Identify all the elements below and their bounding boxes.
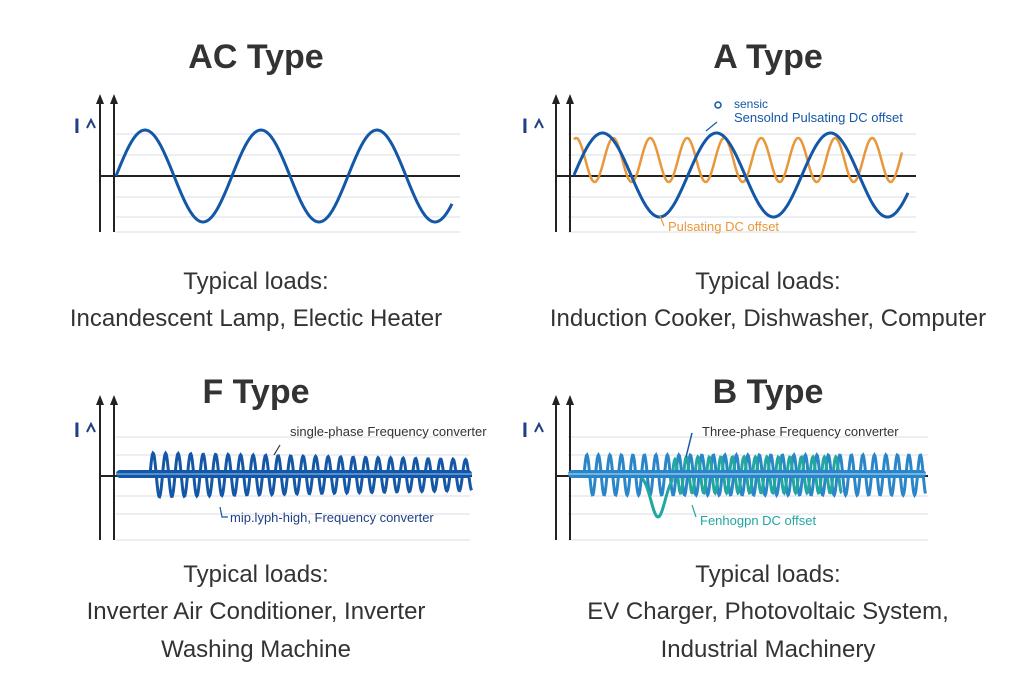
ac-sine-wave xyxy=(572,131,910,219)
current-axis-label: I xyxy=(74,419,80,442)
pulsating-dc-wave xyxy=(573,136,904,184)
f-loads-line: Inverter Air Conditioner, Inverter xyxy=(86,598,426,625)
dc-offset-wave xyxy=(624,454,843,519)
f-type-panel: I single-phase Frequency converter mip.l… xyxy=(0,341,512,682)
y-axis-arrow xyxy=(552,395,560,405)
ac-type-panel: I AC Type Typical loads: Incandescent La… xyxy=(0,0,512,341)
ac-type-waveform-plot: I xyxy=(74,94,460,233)
f-loads-list: Inverter Air Conditioner, Inverter Washi… xyxy=(0,593,512,669)
y-axis-arrow xyxy=(110,94,118,104)
f-type-waveform-plot: I single-phase Frequency converter mip.l… xyxy=(74,395,487,541)
a-loads-heading: Typical loads: xyxy=(695,268,841,295)
annotation-high-frequency: mip.lyph-high, Frequency converter xyxy=(230,510,434,525)
b-loads-line: EV Charger, Photovoltaic System, xyxy=(587,598,949,625)
annotation-single-phase: single-phase Frequency converter xyxy=(290,424,487,439)
ac-loads-list: Incandescent Lamp, Electic Heater xyxy=(0,300,512,338)
annotation-leader xyxy=(705,121,718,132)
a-type-waveform-plot: I sensic Sensolnd Pulsating DC offset Pu… xyxy=(522,94,916,234)
axis-label-caret xyxy=(86,117,96,129)
annotation-leader xyxy=(219,506,228,518)
a-type-title: A Type xyxy=(713,38,823,76)
f-loads-line: Washing Machine xyxy=(161,636,351,663)
b-loads-list: EV Charger, Photovoltaic System, Industr… xyxy=(512,593,1024,669)
annotation-marker xyxy=(714,101,722,109)
annotation-dc-offset: Fenhogpn DC offset xyxy=(700,513,816,528)
axis-label-caret xyxy=(534,117,544,129)
annotation-leader xyxy=(659,215,665,227)
b-loads-line: Industrial Machinery xyxy=(660,636,876,663)
b-type-panel: I Three-phase Frequency converter Fenhog… xyxy=(512,341,1024,682)
f-loads-heading: Typical loads: xyxy=(183,561,329,588)
annotation-leader xyxy=(273,444,281,456)
y-axis-arrow xyxy=(96,94,104,104)
current-axis-label: I xyxy=(522,115,528,138)
b-type-title: B Type xyxy=(712,373,824,411)
three-phase-wave xyxy=(582,451,927,499)
current-axis-label: I xyxy=(74,115,80,138)
b-type-waveform-plot: I Three-phase Frequency converter Fenhog… xyxy=(522,395,928,541)
current-axis-label: I xyxy=(522,419,528,442)
annotation-leader xyxy=(691,504,697,518)
annotation-three-phase: Three-phase Frequency converter xyxy=(702,424,899,439)
annotation-leader xyxy=(685,432,693,458)
annotation-pulsating-bottom: Pulsating DC offset xyxy=(668,219,779,234)
annotation-sensic: sensic xyxy=(734,97,768,111)
axis-label-caret xyxy=(86,421,96,433)
y-axis-arrow xyxy=(566,395,574,405)
ac-sine-wave xyxy=(114,128,454,224)
y-axis-arrow xyxy=(566,94,574,104)
ac-type-title: AC Type xyxy=(188,38,324,76)
f-type-title: F Type xyxy=(202,373,310,411)
a-type-panel: I sensic Sensolnd Pulsating DC offset Pu… xyxy=(512,0,1024,341)
ac-loads-line: Incandescent Lamp, Electic Heater xyxy=(69,305,443,332)
y-axis-arrow xyxy=(110,395,118,405)
axis-label-caret xyxy=(534,421,544,433)
y-axis-arrow xyxy=(96,395,104,405)
a-loads-list: Induction Cooker, Dishwasher, Computer xyxy=(512,300,1024,338)
ac-loads-heading: Typical loads: xyxy=(183,268,329,295)
y-axis-arrow xyxy=(552,94,560,104)
high-frequency-wave xyxy=(148,450,473,499)
b-loads-heading: Typical loads: xyxy=(695,561,841,588)
annotation-pulsating-top: Sensolnd Pulsating DC offset xyxy=(734,110,903,125)
a-loads-line: Induction Cooker, Dishwasher, Computer xyxy=(549,305,987,332)
